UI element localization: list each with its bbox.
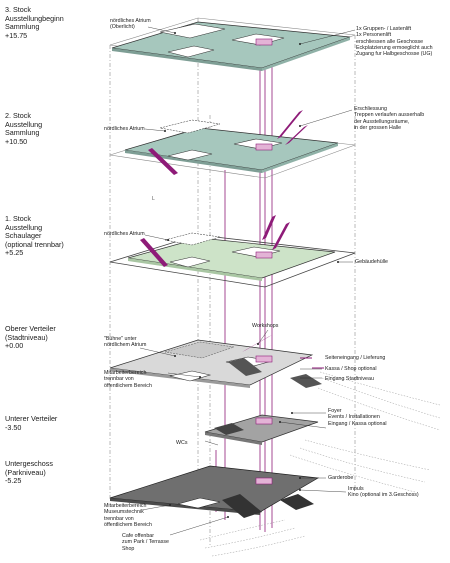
floor-3	[109, 17, 356, 71]
floor-2-lift-core	[255, 143, 273, 151]
level-label-0: Oberer Verteiler (Stadtniveau) +0.00	[5, 324, 56, 351]
floor-2-slab	[124, 127, 339, 171]
level-label-3: 3. Stock Ausstellungbeginn Sammlung +15.…	[5, 5, 64, 40]
floor-minus-1-lift-core	[255, 417, 273, 425]
floor-1-stair-right	[272, 222, 290, 250]
floor-1	[109, 215, 356, 288]
terrain-contours	[199, 371, 441, 557]
floor-1-envelope	[109, 234, 356, 288]
annotation-foyer: Foyer Events / Installationen Eingang / …	[328, 408, 387, 427]
floor-3-atrium-void	[159, 23, 226, 39]
floor-minus-2-lift-core	[255, 477, 273, 485]
annotation-atrium-top: nördliches Atrium (Oberlicht)	[110, 18, 151, 31]
floor-2-stair-left	[148, 148, 178, 175]
floor-minus-2-slab-edge	[110, 498, 260, 515]
floor-2-stair-right-2	[285, 125, 308, 145]
annotation-kassa: Kassa / Shop optional	[325, 366, 377, 372]
annotation-atrium-1: nördliches Atrium	[104, 231, 145, 237]
floor-minus-1	[204, 414, 319, 445]
annotation-lifts: 1x Gruppen- / Lastenlift 1x Personenlift…	[356, 26, 433, 58]
floor-1-stair-left	[140, 238, 168, 267]
floor-minus-2-void	[177, 497, 221, 509]
floor-3-void-1	[167, 45, 215, 58]
floor-1-lift-core	[255, 251, 273, 259]
floor-minus-2-stair-right	[280, 494, 314, 510]
floor-0-stage	[164, 341, 235, 359]
floor-2-void-1	[167, 149, 213, 161]
level-label-minus-2: Untergeschoss (Parkniveau) -5.25	[5, 459, 53, 486]
floor-0-void-1	[169, 370, 212, 382]
floor-0-stair-block-left	[228, 358, 262, 376]
level-label-1: 1. Stock Ausstellung Schaulager (optiona…	[5, 214, 64, 258]
annotation-garderobe: Garderobe	[328, 475, 354, 481]
floor-1-stair-right-2	[262, 215, 276, 240]
annotation-eingang: Eingang Stadtniveau	[325, 376, 374, 382]
annotation-impuls: Impuls Kino (optional im 3.Geschoss)	[348, 486, 419, 499]
floor-minus-1-slab-edge	[205, 432, 262, 445]
annotation-atrium-2: nördliches Atrium	[104, 126, 145, 132]
annotation-mitarbeiter: Mitarbeiterbereich trennbar von öffentli…	[104, 370, 152, 389]
floor-1-void-1	[169, 256, 211, 268]
floor-2-slab-edge-right	[262, 143, 338, 173]
floor-0-stair-block-right	[290, 374, 322, 388]
floor-0-lift-core	[255, 355, 273, 363]
annotation-museumstechnik: Mitarbeiterbereich Museumstechnik trennb…	[104, 503, 152, 528]
annotation-gebaeudehuelle: Gebäudehülle	[355, 259, 388, 265]
floor-0-workshop-stair	[242, 335, 272, 352]
floor-2-atrium-void	[159, 119, 221, 134]
annotation-buehne: "Bühne" unter nördlichem Atrium	[104, 336, 147, 349]
level-label-minus-1: Unterer Verteiler -3.50	[5, 414, 58, 432]
floor-2-stair-right	[277, 110, 303, 139]
lift-shafts	[215, 38, 273, 532]
floor-3-slab-edge	[112, 48, 262, 71]
annotation-wcs: WCs	[176, 440, 188, 446]
floor-1-atrium-void	[164, 232, 221, 246]
annotation-workshops: Workshops	[252, 323, 279, 329]
floor-minus-1-stair	[214, 423, 244, 435]
level-label-2: 2. Stock Ausstellung Sammlung +10.50	[5, 111, 43, 146]
annotation-cafe: Cafe offenbar zum Park / Terrasse Shop	[122, 533, 169, 552]
annotation-seiteneingang: Seiteneingang / Lieferung	[325, 355, 386, 361]
floor-3-lift-core	[255, 38, 273, 46]
marker-l: L	[152, 196, 155, 202]
floor-0	[109, 335, 324, 388]
floor-minus-2-stair	[222, 494, 262, 518]
floor-minus-1-slab	[204, 414, 319, 443]
annotation-stairs: Erschliessung Treppen verlaufen ausserha…	[354, 106, 425, 131]
floor-3-slab-edge-right	[262, 37, 350, 71]
floor-minus-2	[109, 465, 320, 518]
leader-dots	[164, 32, 339, 518]
floor-2	[109, 110, 356, 179]
leader-lines	[139, 26, 356, 536]
